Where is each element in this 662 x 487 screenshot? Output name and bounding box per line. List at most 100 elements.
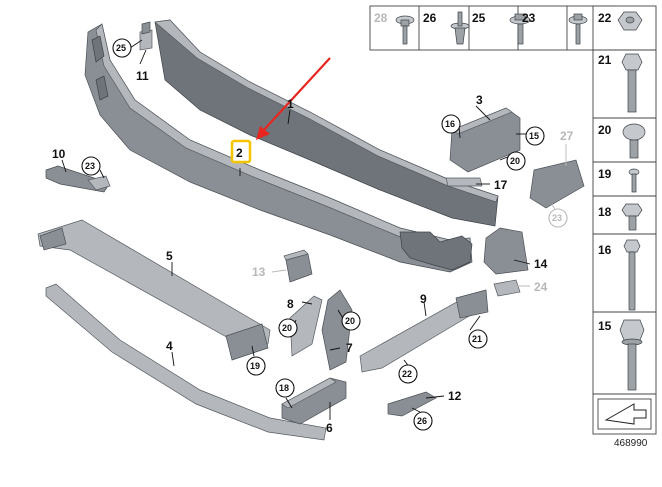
callout-14[interactable]: 14 [534,257,548,271]
support-strut-left-part[interactable] [289,295,323,357]
svg-text:26: 26 [417,416,427,426]
circled-callout-16[interactable]: 16 [441,114,461,134]
circled-callout-18[interactable]: 18 [275,378,295,398]
svg-text:4: 4 [166,339,173,353]
svg-text:18: 18 [598,205,612,219]
fastener-table [369,5,657,435]
callout-17[interactable]: 17 [494,178,508,192]
callout-2[interactable]: 2 [230,139,252,164]
svg-text:3: 3 [476,93,483,107]
clip-part[interactable] [139,21,153,51]
impact-absorber-part[interactable] [281,377,347,425]
svg-text:27: 27 [560,129,574,143]
callout-6[interactable]: 6 [326,421,333,435]
deflector-block-part[interactable] [283,249,313,283]
svg-text:20: 20 [598,123,612,137]
callout-7[interactable]: 7 [346,341,353,355]
callout-5[interactable]: 5 [166,249,173,263]
circled-callout-15[interactable]: 15 [525,126,545,146]
callout-8[interactable]: 8 [287,297,294,311]
callout-27[interactable]: 27 [560,129,574,143]
lower-rail-part[interactable] [359,289,489,373]
svg-text:22: 22 [402,369,412,379]
callout-9[interactable]: 9 [420,292,427,306]
small-clamp-part[interactable] [493,279,521,297]
hex-nut-icon [617,11,643,31]
hex-screw-icon [568,13,588,45]
callout-3[interactable]: 3 [476,93,483,107]
fastener-cell-18[interactable]: 18 [598,203,643,231]
callout-24[interactable]: 24 [534,280,548,294]
fastener-cell-28[interactable]: 28 [374,11,415,45]
callout-4[interactable]: 4 [166,339,173,353]
svg-text:15: 15 [598,319,612,333]
lower-trim-strip-part[interactable] [45,283,327,441]
circled-callout-23-muted[interactable]: 23 [548,208,568,228]
circled-callout-20[interactable]: 20 [506,151,526,171]
svg-text:22: 22 [598,11,612,25]
svg-text:20: 20 [510,156,520,166]
circled-callout-22[interactable]: 22 [398,364,418,384]
circled-callout-19[interactable]: 19 [246,356,266,376]
callout-13[interactable]: 13 [252,265,266,279]
holder-bracket-part[interactable] [387,391,437,417]
fastener-cell-15[interactable]: 15 [598,319,645,391]
callout-10[interactable]: 10 [52,147,66,161]
small-screw-icon [628,168,640,193]
svg-text:24: 24 [534,280,548,294]
circled-callout-20-left[interactable]: 20 [278,318,298,338]
svg-text:25: 25 [116,43,126,53]
fastener-cell-20[interactable]: 20 [598,123,646,159]
circled-callout-25[interactable]: 25 [112,38,132,58]
long-hex-bolt-icon [621,53,643,113]
svg-text:13: 13 [252,265,266,279]
extra-long-bolt-icon [623,239,641,311]
svg-text:7: 7 [346,341,353,355]
fastener-cell-22[interactable]: 22 [598,11,643,31]
svg-text:18: 18 [279,383,289,393]
svg-text:21: 21 [598,53,612,67]
torx-screw-icon [622,123,646,159]
callout-11[interactable]: 11 [136,69,149,83]
side-bracket-part[interactable] [529,159,585,209]
mounting-bracket-right-part[interactable] [449,107,521,173]
fastener-cell-23[interactable]: 23 [522,11,588,45]
lower-crossmember-part[interactable] [37,219,271,361]
fastener-cell-16[interactable]: 16 [598,239,641,311]
slide-rail-part[interactable] [445,177,483,187]
flanged-hex-bolt-icon [619,319,645,391]
svg-text:19: 19 [598,167,612,181]
circled-callout-20-right[interactable]: 20 [341,311,361,331]
direction-arrow-icon [597,398,652,430]
fastener-cell-26[interactable]: 26 [423,11,470,45]
svg-text:2: 2 [236,146,243,160]
svg-text:16: 16 [598,243,612,257]
fastener-cell-21[interactable]: 21 [598,53,643,113]
svg-text:468990: 468990 [614,438,648,449]
circled-callout-21[interactable]: 21 [468,329,488,349]
hex-bolt-icon [621,203,643,231]
circled-callout-26[interactable]: 26 [413,411,433,431]
svg-text:20: 20 [345,316,355,326]
svg-text:25: 25 [472,11,486,25]
flange-screw-icon [509,13,531,45]
support-strut-right-part[interactable] [321,289,353,371]
svg-text:28: 28 [374,11,388,25]
callout-12[interactable]: 12 [448,389,462,403]
svg-text:14: 14 [534,257,548,271]
crash-beam-part[interactable] [84,23,473,273]
bumper-carrier-upper-part[interactable] [154,19,499,227]
flange-bolt-icon [395,15,415,45]
fastener-cell-19[interactable]: 19 [598,167,640,193]
svg-text:6: 6 [326,421,333,435]
svg-text:9: 9 [420,292,427,306]
svg-text:11: 11 [136,69,149,83]
bracket-left-part[interactable] [45,165,111,193]
callout-1[interactable]: 1 [287,97,294,111]
circled-callout-23[interactable]: 23 [81,156,101,176]
svg-text:8: 8 [287,297,294,311]
guide-bracket-part[interactable] [483,227,529,275]
fastener-cell-25[interactable]: 25 [472,11,531,45]
svg-text:20: 20 [282,323,292,333]
